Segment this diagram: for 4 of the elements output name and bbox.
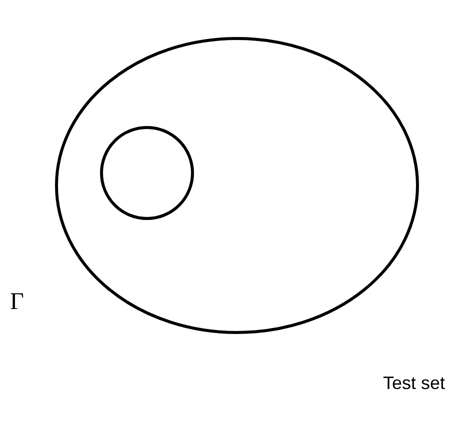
text-label: Γ (10, 288, 24, 317)
circle (100, 126, 194, 220)
circle (55, 37, 419, 334)
text-label: Test set (383, 372, 446, 395)
